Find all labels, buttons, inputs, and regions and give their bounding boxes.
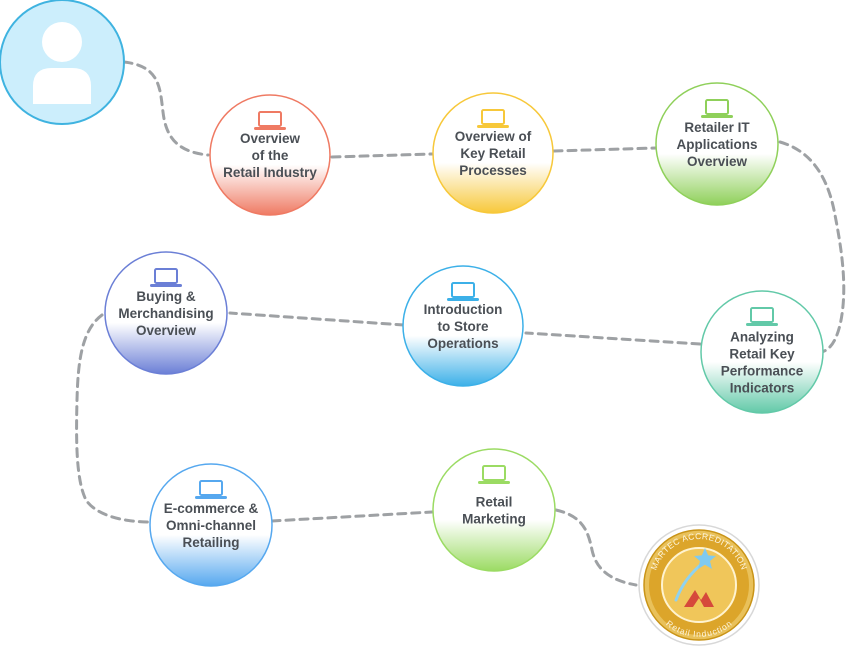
course-node-label: Indicators: [730, 381, 795, 396]
course-node-label: Performance: [721, 364, 804, 379]
connector-path: [228, 311, 406, 327]
connector-paths: [75, 60, 846, 587]
laptop-icon: [150, 268, 182, 287]
course-node-circle: [402, 265, 524, 387]
course-node-circle: [700, 290, 824, 414]
course-node-label: Overview: [687, 154, 748, 169]
course-node-label: Overview: [240, 131, 301, 146]
laptop-icon: [477, 109, 509, 128]
course-node-label: Operations: [427, 336, 498, 351]
course-node-label: Merchandising: [118, 306, 213, 321]
course-node-label: Applications: [676, 137, 757, 152]
course-node-label: Analyzing: [730, 330, 794, 345]
laptop-icon: [478, 465, 510, 484]
course-node-circle: [655, 82, 779, 206]
course-node-circle: [104, 251, 228, 375]
star-icon: [694, 548, 716, 569]
course-node-circle: [149, 463, 273, 587]
course-node-label: E-commerce &: [164, 501, 259, 516]
course-node-circle: [432, 448, 556, 572]
course-node-label: Introduction: [424, 302, 503, 317]
course-node-label: Retailing: [182, 535, 239, 550]
course-node-label: Overview: [136, 323, 197, 338]
connector-path: [778, 140, 846, 354]
laptop-icon: [701, 99, 733, 118]
course-node-label: Key Retail: [460, 146, 525, 161]
course-node-label: Omni-channel: [166, 518, 256, 533]
connector-path: [270, 510, 434, 523]
accreditation-badge: MARTEC ACCREDITATION Retail Induction: [638, 524, 760, 646]
connector-path: [122, 60, 210, 157]
course-node-label: Processes: [459, 163, 527, 178]
course-node-label: Retail Industry: [223, 165, 317, 180]
user-icon: [33, 22, 91, 104]
laptop-icon: [195, 480, 227, 499]
connector-path: [552, 146, 658, 153]
course-node-label: of the: [252, 148, 289, 163]
avatar: [0, 0, 125, 125]
connector-path: [554, 508, 638, 587]
course-node-label: Retailer IT: [684, 120, 750, 135]
connector-path: [524, 331, 702, 346]
course-node-circle: [432, 92, 554, 214]
course-node-label: to Store: [437, 319, 488, 334]
connector-path: [330, 152, 434, 159]
course-node-label: Retail Key: [729, 347, 795, 362]
course-node-label: Marketing: [462, 512, 526, 527]
martec-logo: [684, 590, 714, 607]
laptop-icon: [447, 282, 479, 301]
course-node-circle: [209, 94, 331, 216]
laptop-icon: [254, 111, 286, 130]
laptop-icon: [746, 307, 778, 326]
course-node-label: Buying &: [136, 289, 195, 304]
course-node-label: Retail: [476, 495, 513, 510]
course-node-label: Overview of: [455, 129, 532, 144]
connector-path: [75, 313, 152, 524]
